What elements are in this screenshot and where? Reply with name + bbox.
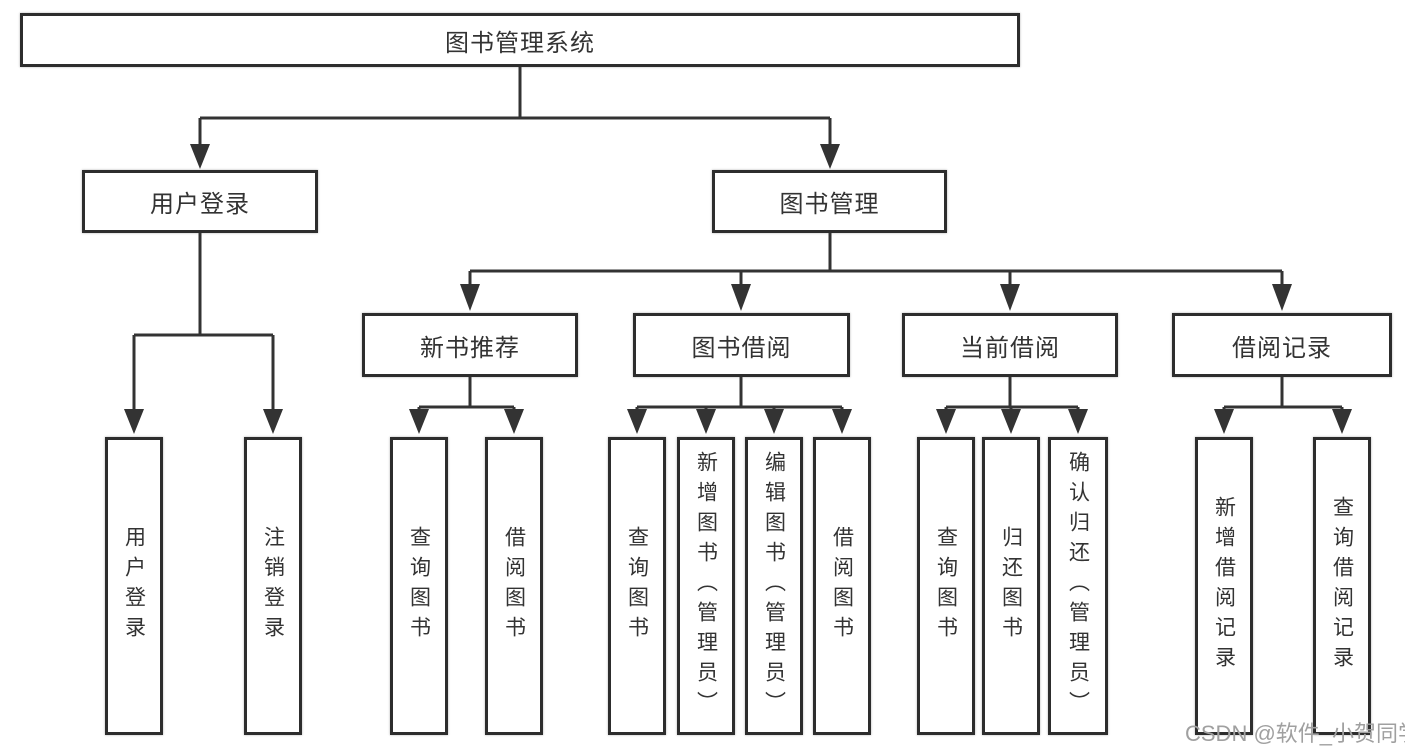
node-current-borrowing: 当前借阅 <box>902 313 1118 377</box>
leaf-label: 新增借阅记录 <box>1212 496 1236 676</box>
node-label: 当前借阅 <box>960 334 1060 362</box>
leaf-add-book-admin: 新增图书（管理员） <box>677 437 735 735</box>
leaf-edit-book-admin: 编辑图书（管理员） <box>745 437 803 735</box>
leaf-label: 查询图书 <box>625 526 649 646</box>
connector-paths <box>132 67 1344 411</box>
node-user-login: 用户登录 <box>82 170 318 233</box>
arrowheads <box>124 144 1352 434</box>
leaf-query-borrow-record: 查询借阅记录 <box>1313 437 1371 735</box>
leaf-label: 借阅图书 <box>502 526 526 646</box>
node-label: 图书借阅 <box>691 334 792 362</box>
node-label: 借阅记录 <box>1232 334 1332 362</box>
node-label: 图书管理系统 <box>445 29 595 57</box>
leaf-label: 用户登录 <box>122 526 146 646</box>
leaf-label: 查询图书 <box>934 526 958 646</box>
leaf-user-login: 用户登录 <box>105 437 163 735</box>
leaf-label: 借阅图书 <box>830 526 854 646</box>
leaf-logout: 注销登录 <box>244 437 302 735</box>
leaf-label: 查询借阅记录 <box>1330 496 1354 676</box>
node-new-book-recommend: 新书推荐 <box>362 313 578 377</box>
leaf-add-borrow-record: 新增借阅记录 <box>1195 437 1253 735</box>
leaf-borrow-books: 借阅图书 <box>813 437 871 735</box>
leaf-query-books-recommend: 查询图书 <box>390 437 448 735</box>
node-book-management: 图书管理 <box>712 170 947 233</box>
node-library-management-system: 图书管理系统 <box>20 13 1020 67</box>
leaf-label: 编辑图书（管理员） <box>762 451 786 721</box>
node-label: 用户登录 <box>150 191 250 218</box>
leaf-label: 归还图书 <box>999 526 1023 646</box>
leaf-label: 注销登录 <box>261 526 285 646</box>
csdn-watermark: CSDN @软件_小贺同学 <box>1185 721 1405 746</box>
node-label: 新书推荐 <box>420 334 520 362</box>
node-borrowing-records: 借阅记录 <box>1172 313 1392 377</box>
leaf-query-books-current: 查询图书 <box>917 437 975 735</box>
leaf-return-book: 归还图书 <box>982 437 1040 735</box>
node-label: 图书管理 <box>779 191 880 218</box>
node-book-borrowing: 图书借阅 <box>633 313 850 377</box>
leaf-query-books-borrowing: 查询图书 <box>608 437 666 735</box>
leaf-borrow-books-recommend: 借阅图书 <box>485 437 543 735</box>
leaf-confirm-return-admin: 确认归还（管理员） <box>1048 437 1108 735</box>
leaf-label: 确认归还（管理员） <box>1066 451 1090 721</box>
leaf-label: 查询图书 <box>407 526 431 646</box>
leaf-label: 新增图书（管理员） <box>694 451 718 721</box>
